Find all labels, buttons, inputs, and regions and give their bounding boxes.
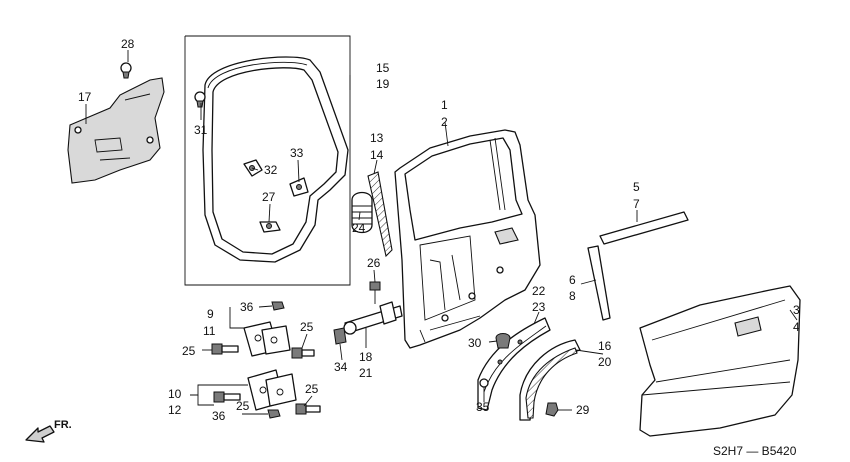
label-29: 29 bbox=[576, 403, 590, 417]
label-17: 17 bbox=[78, 90, 92, 104]
label-9: 9 bbox=[207, 307, 214, 321]
sash-trim-part-13 bbox=[367, 171, 393, 258]
label-25-upper-right: 25 bbox=[300, 320, 314, 334]
label-25-lower-right: 25 bbox=[305, 382, 319, 396]
bolt-part-26 bbox=[369, 281, 381, 304]
outer-door-skin-part-3 bbox=[639, 285, 801, 437]
clip-part-31 bbox=[194, 91, 206, 108]
clip-part-30 bbox=[495, 333, 511, 349]
bolt-part-36-lower bbox=[267, 409, 281, 419]
label-22: 22 bbox=[532, 284, 546, 298]
label-34: 34 bbox=[334, 360, 348, 374]
label-25-lower-middle: 25 bbox=[236, 399, 250, 413]
label-18: 18 bbox=[359, 350, 373, 364]
label-13: 13 bbox=[370, 131, 384, 145]
grommet-part-24 bbox=[351, 191, 373, 234]
label-30: 30 bbox=[468, 336, 482, 350]
screw-part-35 bbox=[479, 378, 489, 396]
direction-arrow-icon bbox=[25, 425, 55, 443]
bolt-part-25-lower-right bbox=[295, 403, 321, 415]
label-24: 24 bbox=[352, 221, 366, 235]
label-35: 35 bbox=[476, 400, 490, 414]
label-23: 23 bbox=[532, 300, 546, 314]
label-7: 7 bbox=[633, 197, 640, 211]
bolt-part-25-upper-right bbox=[291, 347, 315, 359]
label-21: 21 bbox=[359, 366, 373, 380]
bolt-part-25-lower-left bbox=[213, 391, 241, 403]
label-27: 27 bbox=[262, 190, 276, 204]
label-33: 33 bbox=[290, 146, 304, 160]
label-8: 8 bbox=[569, 289, 576, 303]
bolt-part-25-upper-left bbox=[211, 343, 239, 355]
label-31: 31 bbox=[194, 123, 208, 137]
bolt-part-36-upper bbox=[271, 301, 285, 311]
door-weatherstrip-part-15 bbox=[202, 56, 349, 263]
label-3: 3 bbox=[793, 303, 800, 317]
fastener-part-27 bbox=[259, 221, 281, 233]
molding-part-5 bbox=[599, 211, 689, 245]
label-19: 19 bbox=[376, 77, 390, 91]
upper-hinge-part-9 bbox=[243, 321, 291, 357]
clip-part-28 bbox=[120, 62, 132, 79]
label-11: 11 bbox=[203, 324, 216, 338]
label-26: 26 bbox=[367, 256, 381, 270]
label-16: 16 bbox=[598, 339, 612, 353]
label-12: 12 bbox=[168, 403, 182, 417]
front-direction-indicator: FR. bbox=[25, 419, 72, 443]
rear-door-frame-part-1 bbox=[394, 129, 541, 349]
label-6: 6 bbox=[569, 273, 576, 287]
label-36-lower: 36 bbox=[212, 409, 226, 423]
label-10: 10 bbox=[168, 387, 182, 401]
label-28: 28 bbox=[121, 37, 135, 51]
label-25-upper-left: 25 bbox=[182, 344, 196, 358]
nut-part-29 bbox=[545, 402, 559, 417]
leader-lines bbox=[85, 50, 798, 415]
label-2: 2 bbox=[441, 115, 448, 129]
label-15: 15 bbox=[376, 61, 390, 75]
label-36-upper: 36 bbox=[240, 300, 254, 314]
lower-hinge-part-10 bbox=[247, 369, 297, 411]
door-checker-part-18 bbox=[343, 301, 403, 335]
direction-label: FR. bbox=[54, 419, 72, 431]
water-shield-part-17 bbox=[67, 77, 165, 184]
label-5: 5 bbox=[633, 180, 640, 194]
weatherstrip-group-box bbox=[184, 35, 351, 286]
diagram-code: S2H7 — B5420 bbox=[713, 444, 797, 458]
molding-part-6 bbox=[587, 245, 611, 321]
label-32: 32 bbox=[264, 163, 278, 177]
nut-part-34 bbox=[333, 327, 347, 345]
label-1: 1 bbox=[441, 98, 448, 112]
wheel-arch-molding-part-16 bbox=[519, 339, 581, 421]
label-14: 14 bbox=[370, 148, 384, 162]
label-20: 20 bbox=[598, 355, 612, 369]
label-4: 4 bbox=[793, 320, 800, 334]
